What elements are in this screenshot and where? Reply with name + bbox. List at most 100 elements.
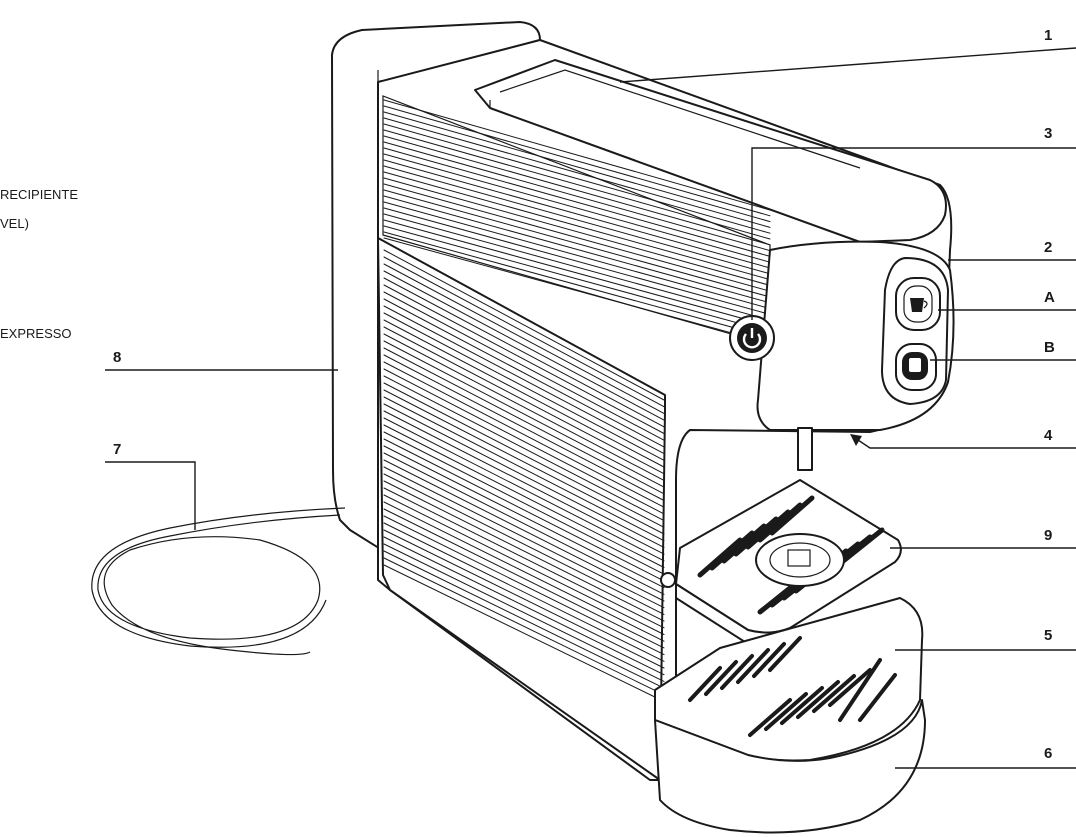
rib-line	[383, 312, 665, 461]
rib-line	[383, 284, 665, 434]
rib-line	[383, 501, 665, 642]
rib-line	[383, 508, 665, 649]
rib-line	[745, 509, 791, 550]
rib-line	[383, 417, 665, 562]
rib-line	[383, 135, 771, 246]
rib-line	[383, 445, 665, 589]
text-fragment-recipiente: RECIPIENTE	[0, 187, 78, 202]
rib-line	[383, 466, 665, 609]
rib-line	[752, 642, 786, 678]
rib-line	[383, 550, 665, 689]
rib-line	[383, 396, 665, 542]
rib-line	[769, 495, 815, 536]
rib-line	[736, 648, 770, 684]
rib-line	[383, 237, 771, 344]
rib-line	[383, 99, 771, 211]
text-fragment-expresso: EXPRESSO	[0, 326, 72, 341]
rib-line	[757, 502, 803, 543]
rib-line	[383, 183, 771, 292]
callout-5: 5	[1044, 627, 1052, 644]
callout-2: 2	[1044, 239, 1052, 256]
rib-line	[383, 298, 665, 448]
rib-line	[796, 680, 840, 719]
lungo-button-b[interactable]	[895, 343, 937, 391]
drip-tray-base	[654, 699, 926, 834]
rib-line	[383, 403, 665, 548]
rib-line	[383, 147, 771, 257]
rib-line	[383, 529, 665, 669]
rib-line	[383, 141, 771, 252]
rib-line	[383, 319, 665, 468]
callout-b: B	[1044, 339, 1055, 356]
rib-line	[383, 263, 665, 414]
rib-line	[383, 333, 665, 481]
rib-line	[383, 361, 665, 508]
rib-line	[768, 636, 802, 672]
rib-line	[383, 159, 771, 269]
rib-line	[383, 543, 665, 682]
rib-line	[709, 530, 755, 571]
callout-4: 4	[1044, 427, 1053, 444]
rib-line	[720, 654, 754, 690]
rib-line	[383, 195, 771, 304]
rib-line	[383, 431, 665, 575]
rib-line	[780, 686, 824, 725]
rib-line	[383, 494, 665, 635]
rib-line	[383, 564, 665, 702]
rib-line	[383, 522, 665, 662]
rib-line	[764, 692, 808, 731]
rib-line	[704, 660, 738, 696]
rib-line	[383, 368, 665, 515]
rib-line	[383, 347, 665, 495]
rib-line	[383, 382, 665, 528]
rib-line	[383, 171, 771, 281]
rib-line	[383, 459, 665, 602]
rib-line	[383, 105, 771, 217]
rib-line	[383, 291, 665, 441]
callout-9: 9	[1044, 527, 1052, 544]
rib-line	[383, 473, 665, 615]
rib-line	[697, 537, 743, 578]
rib-line	[383, 153, 771, 263]
callout-a: A	[1044, 289, 1055, 306]
rib-line	[383, 515, 665, 656]
rib-line	[838, 658, 882, 722]
rib-line	[383, 487, 665, 629]
rib-line	[383, 354, 665, 501]
rib-line	[383, 177, 771, 286]
rib-line	[383, 256, 665, 408]
machine-illustration	[91, 21, 955, 834]
text-fragment-vel: VEL)	[0, 216, 29, 231]
callout-1: 1	[1044, 27, 1052, 44]
callout-8: 8	[113, 349, 121, 366]
rib-line	[733, 516, 779, 557]
rib-line	[383, 201, 771, 310]
rib-line	[383, 219, 771, 327]
capsule-lid	[474, 59, 947, 243]
callout-7: 7	[113, 441, 121, 458]
rib-line	[383, 189, 771, 298]
rib-line	[688, 666, 722, 702]
rib-line	[383, 326, 665, 475]
rib-line	[383, 111, 771, 223]
espresso-button-a[interactable]	[895, 277, 941, 331]
rib-line	[383, 557, 665, 696]
rib-line	[748, 698, 792, 737]
coffee-outlet	[797, 427, 813, 471]
rib-line	[858, 673, 897, 722]
leader-lines	[105, 47, 1076, 769]
rib-line	[383, 213, 771, 321]
rib-line	[383, 305, 665, 455]
rib-line	[383, 424, 665, 568]
rib-line	[383, 277, 665, 428]
rib-line	[383, 340, 665, 488]
callout-6: 6	[1044, 745, 1052, 762]
power-button[interactable]	[729, 315, 775, 361]
rib-line	[383, 270, 665, 421]
rib-line	[383, 165, 771, 275]
rib-line	[721, 523, 767, 564]
rib-line	[383, 225, 771, 333]
rib-line	[383, 536, 665, 676]
rib-line	[383, 452, 665, 595]
